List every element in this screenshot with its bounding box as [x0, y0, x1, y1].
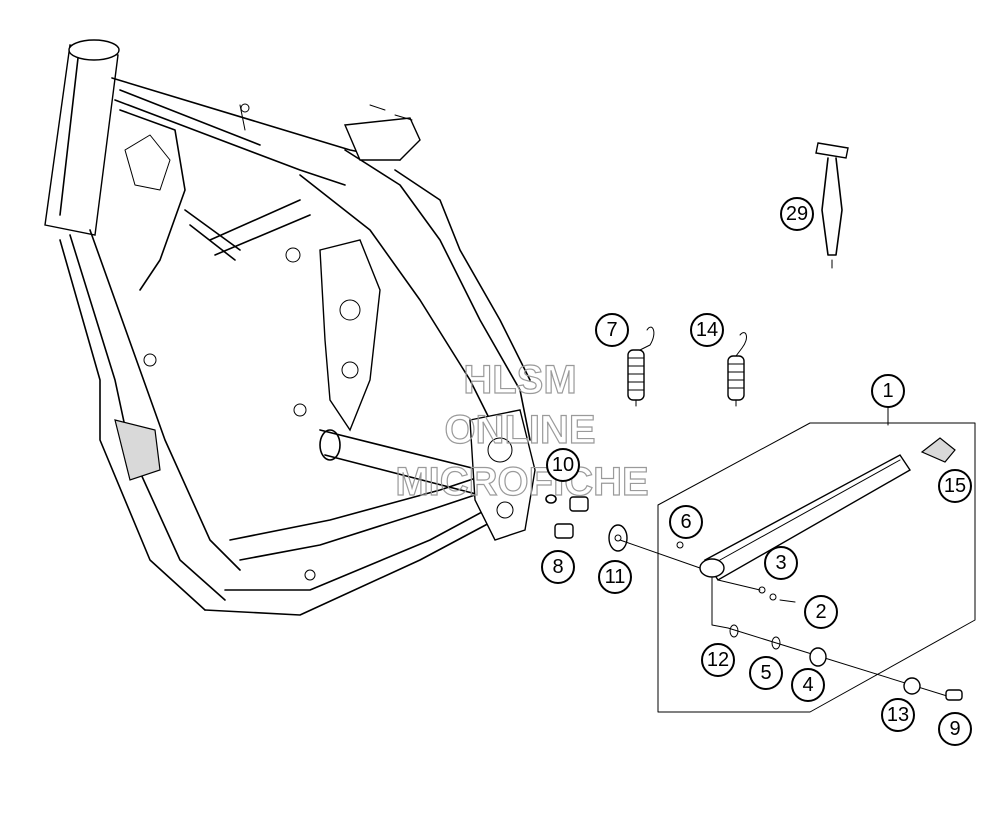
- watermark-line-2: ONLINE: [444, 408, 595, 452]
- callout-12: 12: [701, 643, 735, 677]
- callout-10: 10: [546, 448, 580, 482]
- callout-13-label: 13: [887, 704, 909, 726]
- callout-15: 15: [938, 469, 972, 503]
- callout-11-label: 11: [605, 566, 626, 588]
- callout-5: 5: [749, 656, 783, 690]
- callout-10-label: 10: [552, 454, 574, 476]
- callout-8-label: 8: [552, 556, 563, 578]
- callout-6-label: 6: [680, 511, 691, 533]
- watermark-line-3: MICROFICHE: [395, 460, 648, 504]
- callout-7: 7: [595, 313, 629, 347]
- callout-9-label: 9: [949, 718, 960, 740]
- washer-part-11: [608, 524, 628, 552]
- watermark-line-1: HLSM: [463, 358, 576, 402]
- callout-4: 4: [791, 668, 825, 702]
- callout-14: 14: [690, 313, 724, 347]
- fasteners-10-8: [545, 494, 589, 539]
- callout-4-label: 4: [802, 674, 813, 696]
- watermark: HLSM ONLINE MICROFICHE: [395, 357, 650, 504]
- callout-3-label: 3: [775, 552, 786, 574]
- callout-29: 29: [780, 197, 814, 231]
- callout-9: 9: [938, 712, 972, 746]
- callout-1-label: 1: [882, 380, 893, 402]
- callout-2: 2: [804, 595, 838, 629]
- callout-8: 8: [541, 550, 575, 584]
- callout-3: 3: [764, 546, 798, 580]
- side-stand-assembly: [619, 422, 976, 713]
- callout-14-label: 14: [696, 319, 718, 341]
- callout-12-label: 12: [707, 649, 729, 671]
- callout-1: 1: [871, 374, 905, 408]
- spring-part-7: [627, 326, 655, 407]
- callout-2-label: 2: [815, 601, 826, 623]
- callout-15-label: 15: [944, 475, 966, 497]
- callout-5-label: 5: [760, 662, 771, 684]
- spring-part-14: [727, 332, 747, 407]
- callout-6: 6: [669, 505, 703, 539]
- callout-7-label: 7: [606, 319, 617, 341]
- callout-29-label: 29: [786, 203, 808, 225]
- motorcycle-frame: [44, 39, 536, 616]
- callout-11: 11: [598, 560, 632, 594]
- tool-part-29: [815, 142, 849, 269]
- callout-13: 13: [881, 698, 915, 732]
